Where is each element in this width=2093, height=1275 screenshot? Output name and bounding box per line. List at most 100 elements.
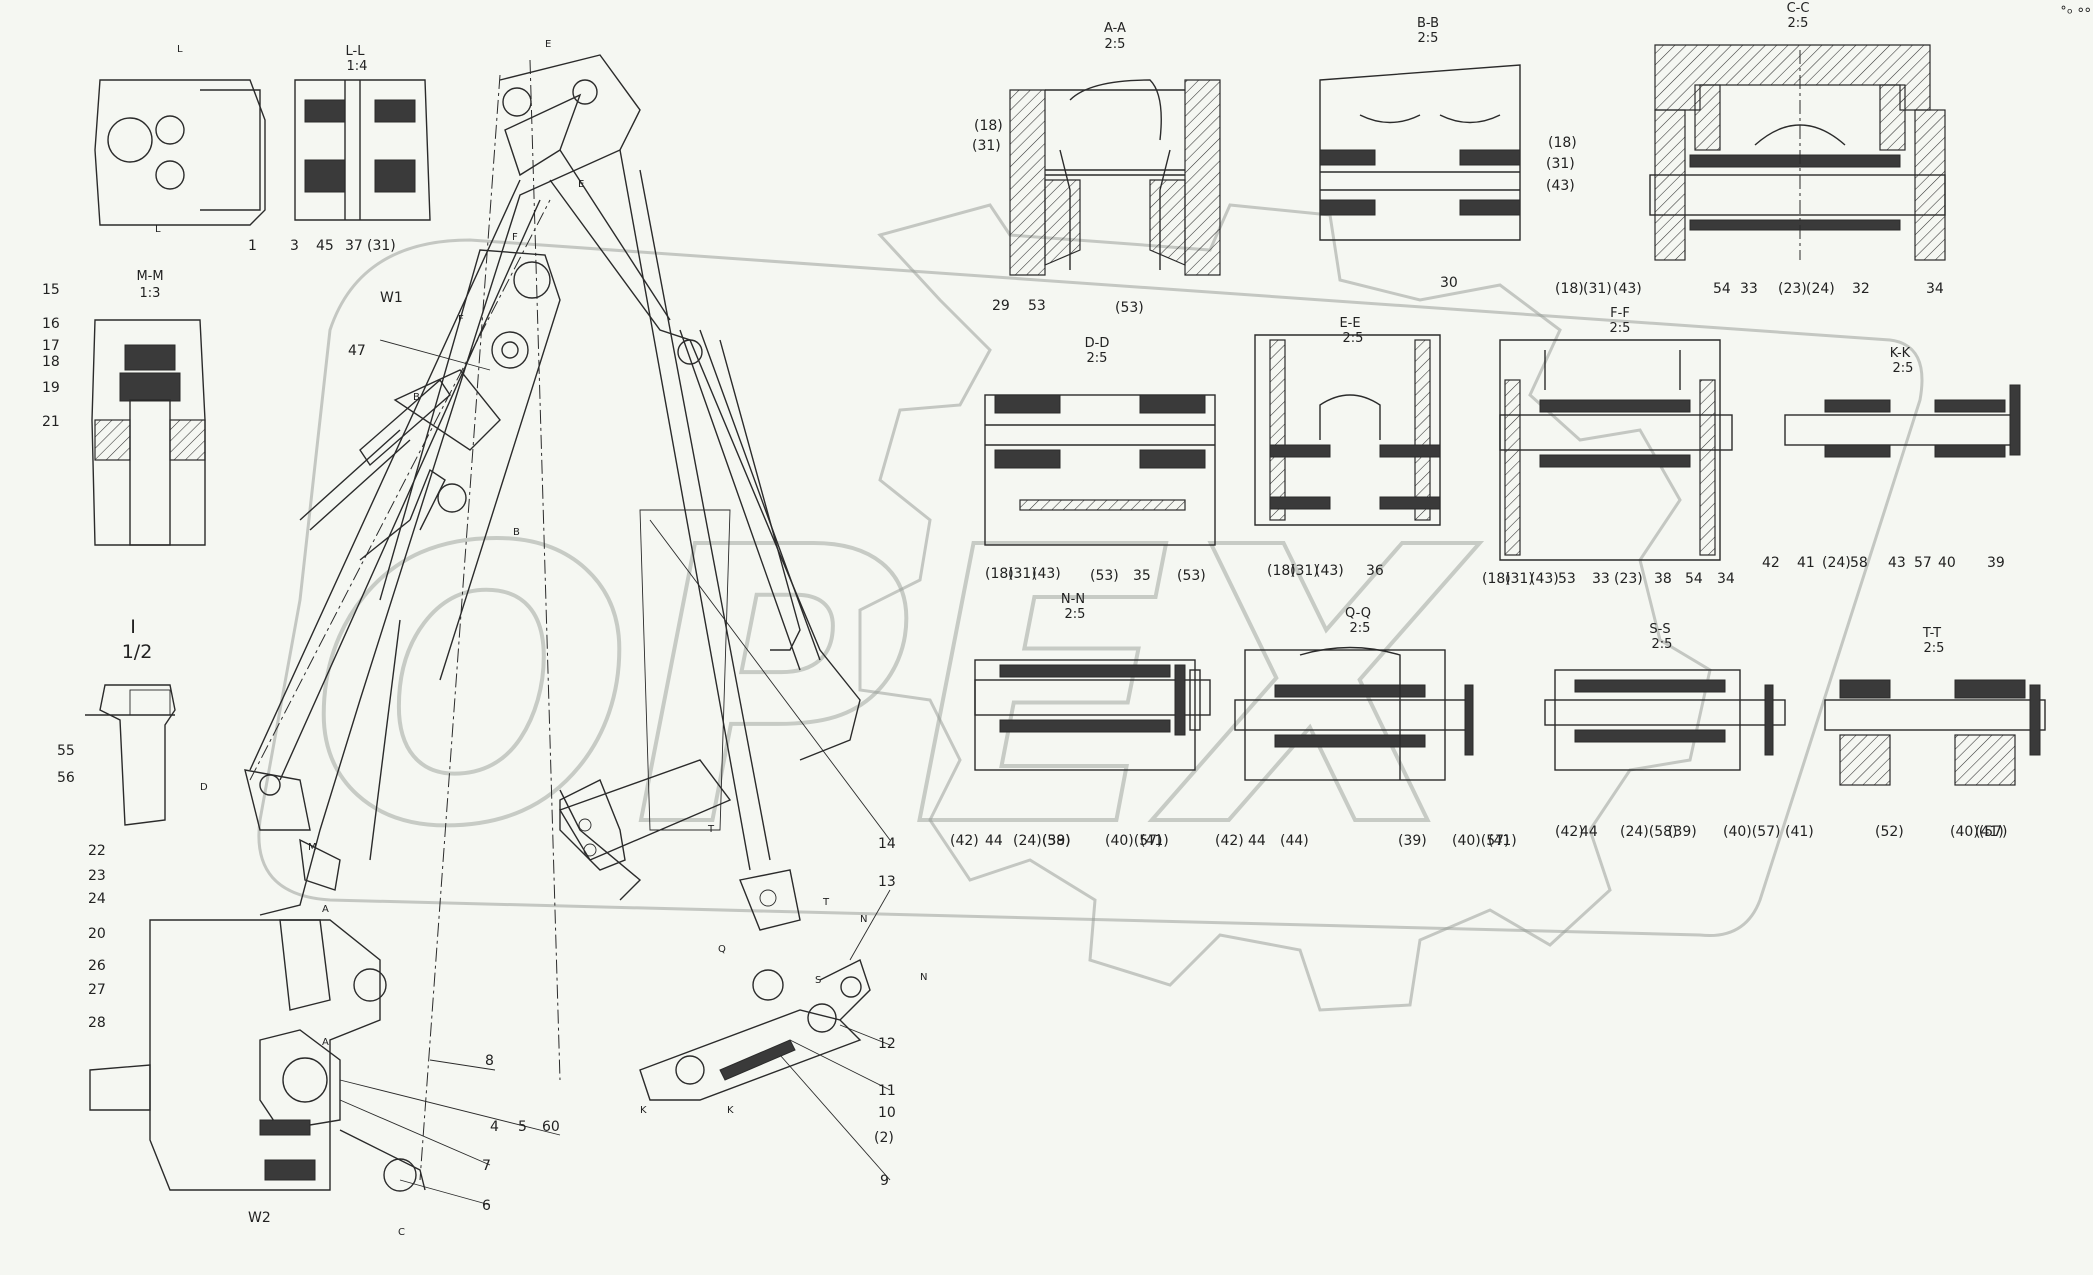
cut-E-bottom: E	[578, 179, 584, 190]
cut-D: D	[200, 782, 208, 793]
callout: 19	[42, 380, 60, 396]
callout: 60	[542, 1119, 560, 1135]
center-line-3	[249, 199, 551, 781]
callout: (42)	[1215, 833, 1244, 849]
callout: 44	[1580, 824, 1598, 840]
leader-6	[399, 1179, 491, 1206]
view-MM-section	[91, 319, 206, 546]
label-W2: W2	[248, 1210, 271, 1226]
callout: 8	[485, 1053, 494, 1069]
jib-bracket	[739, 869, 801, 931]
title-MM: M-M	[136, 269, 163, 284]
callout: (24)	[1822, 555, 1851, 571]
callout: 56	[57, 770, 75, 786]
callout: 54	[1685, 571, 1703, 587]
base-gear	[282, 1057, 328, 1103]
cut-K-right: K	[727, 1105, 734, 1116]
scale-BB: 2:5	[1418, 31, 1439, 46]
callout: (23)	[1614, 571, 1643, 587]
right-cylinder-rod	[719, 339, 801, 651]
scale-FF: 2:5	[1610, 321, 1631, 336]
callout: (23)	[1778, 281, 1807, 297]
callout: 34	[1717, 571, 1735, 587]
cut-L-bottom: L	[155, 224, 161, 235]
title-QQ: Q-Q	[1345, 606, 1371, 621]
scale-SS: 2:5	[1652, 637, 1673, 652]
jib-right-pin	[807, 1003, 837, 1033]
callout: 10	[878, 1105, 896, 1121]
scale-NN: 2:5	[1065, 607, 1086, 622]
right-cylinder-body	[679, 329, 821, 671]
cylinder-rod-upper	[299, 429, 411, 531]
callouts: 1 3 45 37 (31) 15 16 17 18 19 21 47 55 5…	[42, 118, 2007, 1214]
scale-EE: 2:5	[1343, 331, 1364, 346]
callout: (31)	[1290, 563, 1319, 579]
title-TT: T-T	[1922, 626, 1941, 641]
callout: 55	[57, 743, 75, 759]
base-gear-housing	[259, 1029, 341, 1131]
leader-47	[379, 339, 491, 371]
callout: (42)	[950, 833, 979, 849]
arm-lower-pin	[259, 774, 281, 796]
jib-link-pin	[840, 976, 862, 998]
title-NN: N-N	[1061, 592, 1085, 607]
label-W1: W1	[380, 290, 403, 306]
leader-14	[649, 519, 891, 841]
arm-middle	[379, 249, 561, 681]
base-right-pin	[353, 968, 387, 1002]
plate-hole-1	[578, 818, 592, 832]
callout: 29	[992, 298, 1010, 314]
callout: (40)(57)	[1950, 824, 2007, 840]
callout: (40)(57)	[1723, 824, 1780, 840]
callout: (18)	[1555, 281, 1584, 297]
callout: (31)	[1008, 566, 1037, 582]
callout: (43)	[1530, 571, 1559, 587]
jib-pin	[675, 1055, 705, 1085]
watermark: OPEX	[257, 203, 1924, 1012]
watermark-outer-frame	[257, 238, 1924, 938]
callout: (24)	[1806, 281, 1835, 297]
callout: 39	[1987, 555, 2005, 571]
callout: (18)	[985, 566, 1014, 582]
callout: (43)	[1546, 178, 1575, 194]
scale-KK: 2:5	[1893, 361, 1914, 376]
base-frame	[149, 919, 381, 1191]
view-titles: L-L 1:4 M-M 1:3 I 1/2 A-A 2:5 B-B 2:5 C-…	[122, 1, 2092, 1226]
callout: (43)	[1613, 281, 1642, 297]
callout: 5	[518, 1119, 527, 1135]
callout: 26	[88, 958, 106, 974]
callout: (18)	[1267, 563, 1296, 579]
callout: 22	[88, 843, 106, 859]
callout: 34	[1926, 281, 1944, 297]
callout: 17	[42, 338, 60, 354]
callout: (39)	[1398, 833, 1427, 849]
callout: 18	[42, 354, 60, 370]
base-lower-pin	[383, 1158, 417, 1192]
title-BB: B-B	[1417, 16, 1439, 31]
callout: (31)	[367, 238, 396, 254]
section-FF	[1499, 339, 1733, 561]
cut-L-top: L	[177, 44, 183, 55]
arm-joint-pin-2	[491, 331, 529, 369]
callout: 43	[1888, 555, 1906, 571]
callout: 16	[42, 316, 60, 332]
title-EE: E-E	[1339, 316, 1360, 331]
arm-bracket	[393, 369, 501, 451]
scale-TT: 2:5	[1924, 641, 1945, 656]
cut-T-bottom: T	[822, 897, 830, 908]
callout: 23	[88, 868, 106, 884]
callout: 37	[345, 238, 363, 254]
callout: 38	[1654, 571, 1672, 587]
callout: (31)	[972, 138, 1001, 154]
cut-N-top: N	[860, 914, 867, 925]
callout: (18)	[1482, 571, 1511, 587]
callout: (42)	[1555, 824, 1584, 840]
cut-B-bottom: B	[513, 527, 520, 538]
inner-slot-plate	[639, 509, 731, 831]
callout: (18)	[974, 118, 1003, 134]
callout: 58	[1850, 555, 1868, 571]
callout: 3	[290, 238, 299, 254]
scale-DD: 2:5	[1087, 351, 1108, 366]
title-KK: K-K	[1890, 346, 1911, 361]
